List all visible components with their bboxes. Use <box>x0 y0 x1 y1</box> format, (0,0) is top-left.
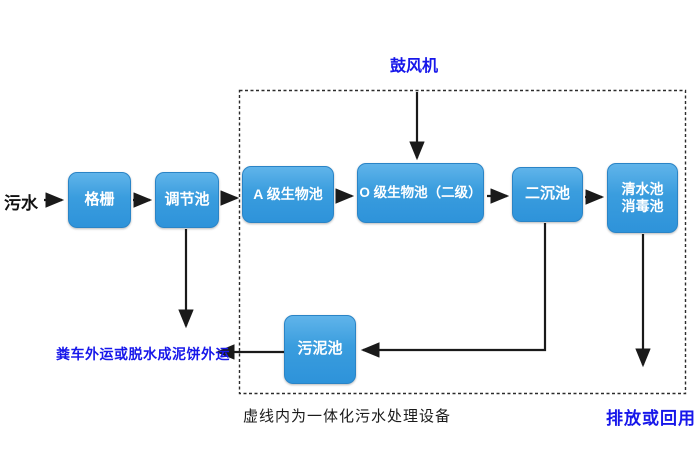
blower-label: 鼓风机 <box>390 58 439 75</box>
process-box-secondary-sedimentation: 二沉池 <box>512 167 583 222</box>
process-box-sludge-tank: 污泥池 <box>284 315 356 384</box>
influent-label: 污水 <box>4 194 38 213</box>
process-box-sludge-tank-label: 污泥池 <box>297 340 343 358</box>
equipment-boundary-dashed-box <box>238 89 687 395</box>
process-box-regulating-tank-label: 调节池 <box>164 190 210 208</box>
sludge-haulout-label: 粪车外运或脱水成泥饼外运 <box>56 346 230 362</box>
process-box-o-bio-tank-label: O 级生物池（二级） <box>359 184 482 200</box>
clearwater-label-line1: 清水池 <box>621 180 664 197</box>
process-box-grid-label: 格栅 <box>84 190 115 208</box>
dashed-box-caption: 虚线内为一体化污水处理设备 <box>243 408 452 425</box>
process-box-regulating-tank: 调节池 <box>155 172 219 228</box>
process-box-clearwater-disinfection: 清水池 消毒池 <box>607 163 678 233</box>
process-box-a-bio-tank-label: A 级生物池 <box>253 185 323 202</box>
process-box-a-bio-tank: A 级生物池 <box>242 166 334 223</box>
clearwater-label-line2: 消毒池 <box>621 198 664 214</box>
arrow-sedimentation-to-sludge <box>360 223 547 358</box>
process-box-o-bio-tank: O 级生物池（二级） <box>357 163 484 223</box>
discharge-reuse-label: 排放或回用 <box>606 409 696 428</box>
process-box-secondary-sedimentation-label: 二沉池 <box>524 185 570 203</box>
process-box-grid: 格栅 <box>68 172 131 228</box>
